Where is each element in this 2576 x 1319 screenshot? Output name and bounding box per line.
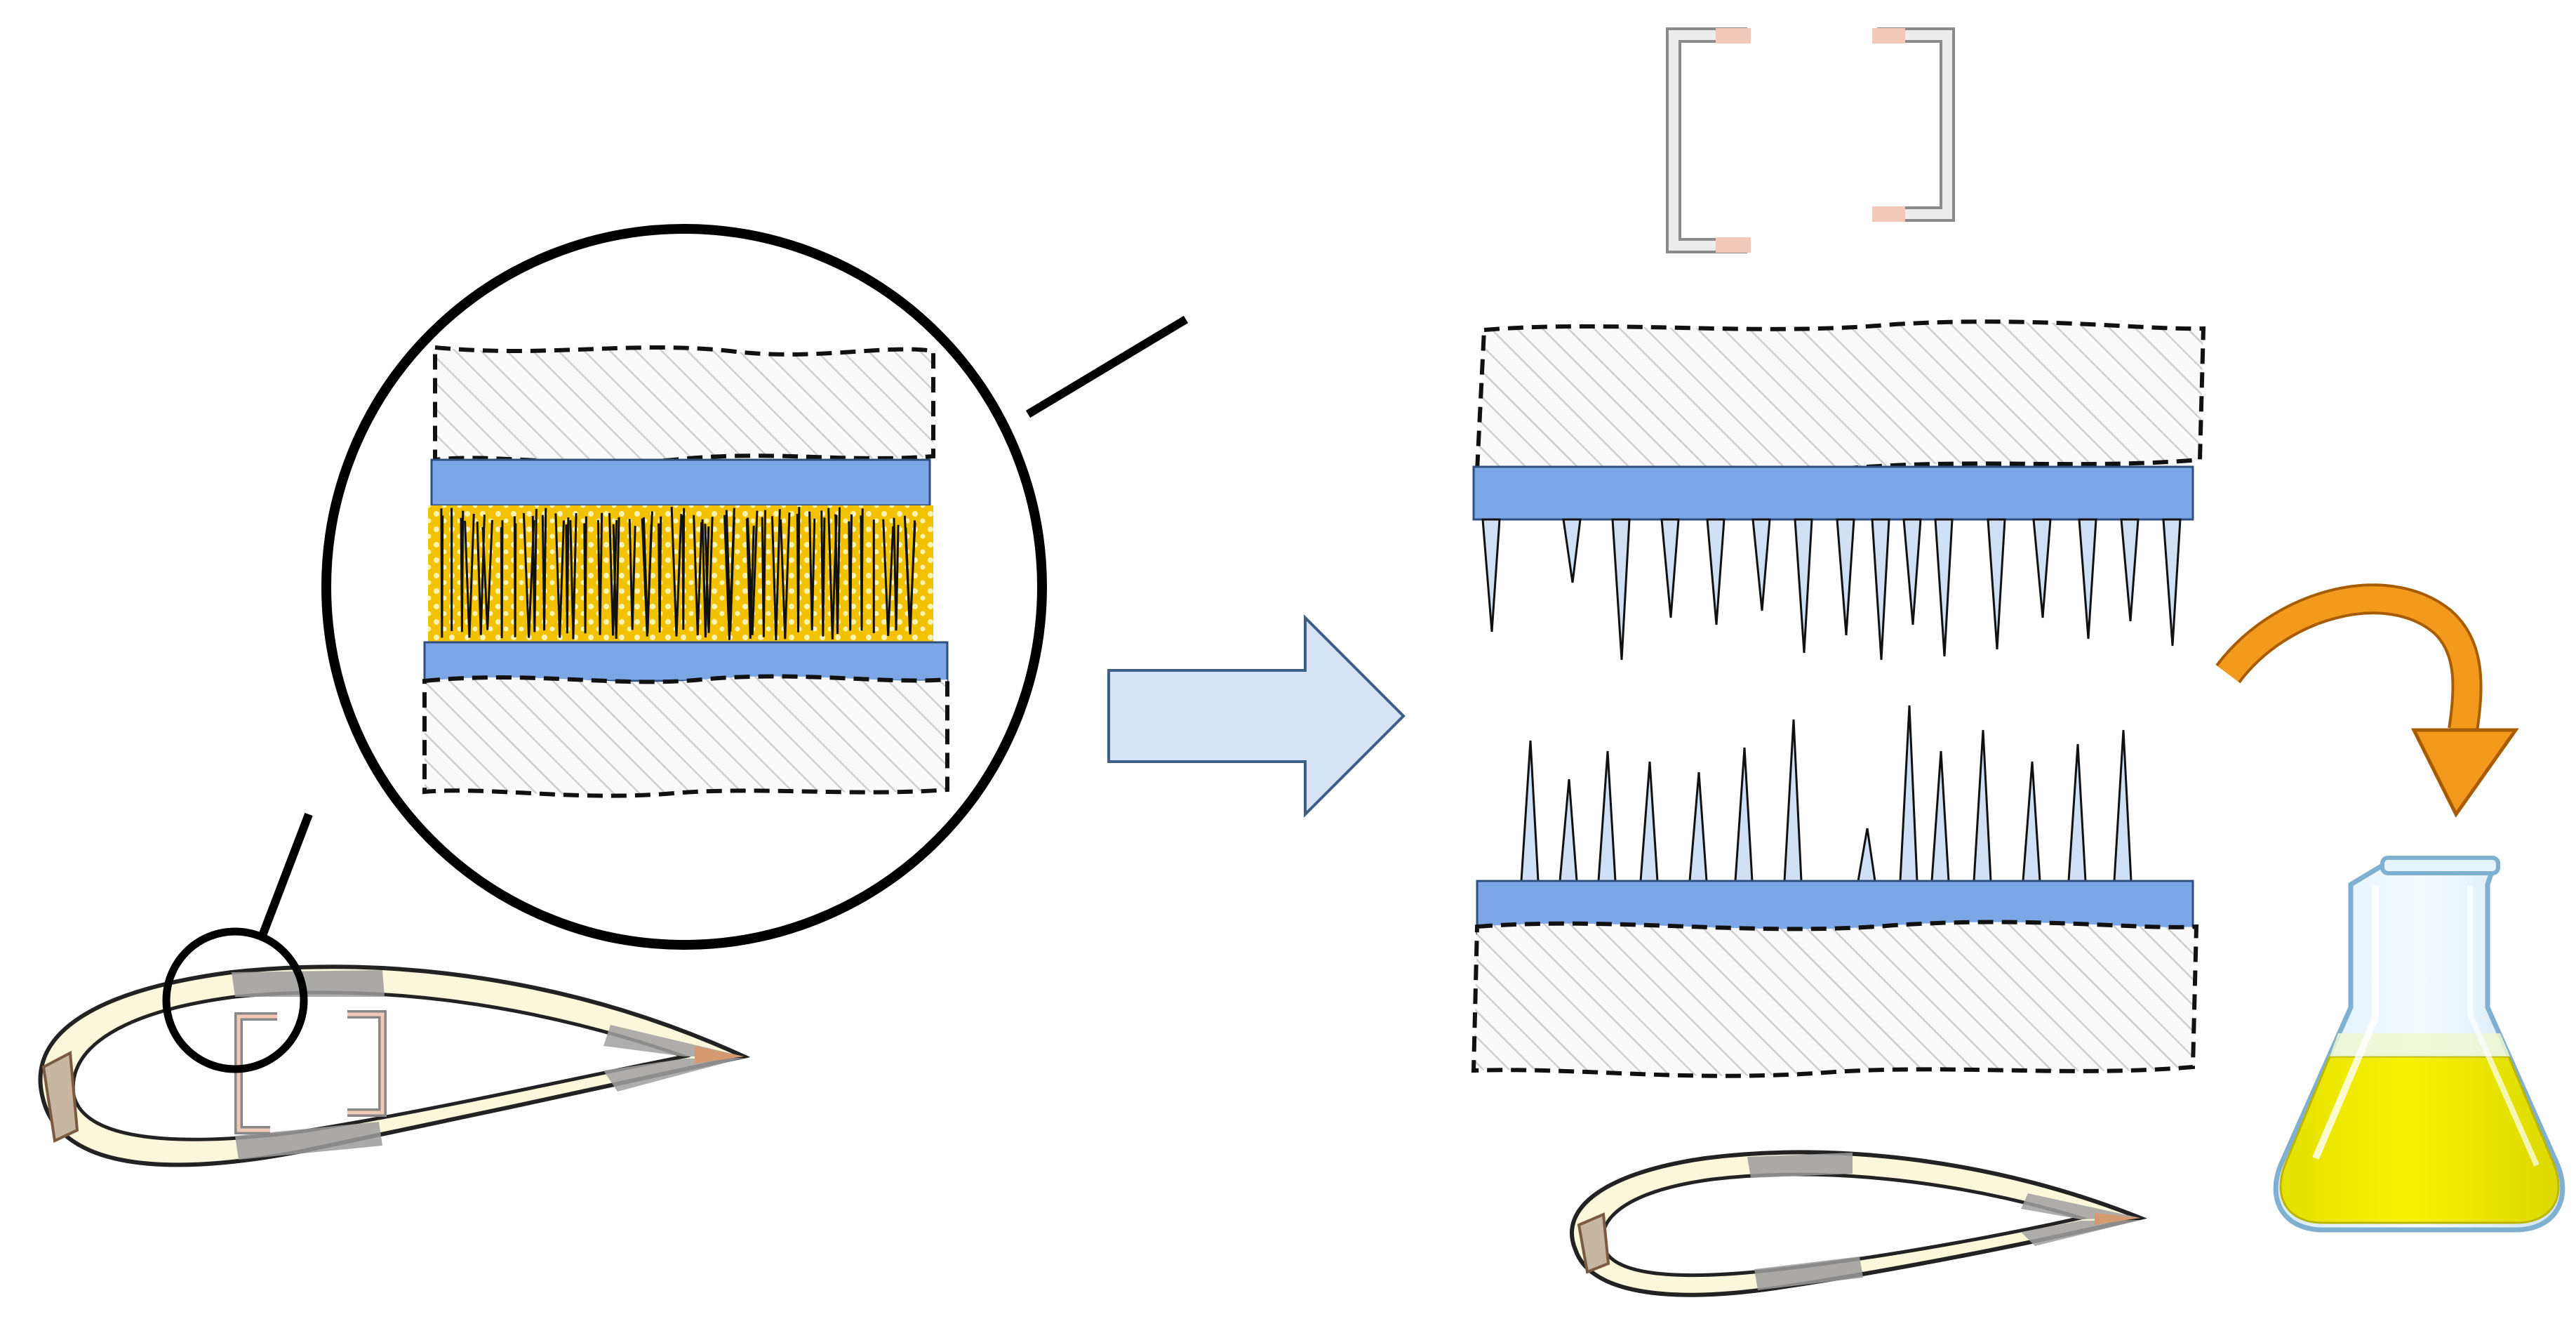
fiber-strand: [860, 508, 864, 631]
fiber-spike: [2022, 761, 2041, 882]
fiber-strand: [905, 520, 916, 635]
fiber-strand: [460, 510, 465, 632]
bottom-adhesive-layer: [423, 641, 949, 682]
separated-laminate-icon: [1471, 319, 2206, 1078]
fiber-strand: [583, 516, 587, 634]
fiber-strand: [693, 515, 703, 636]
fiber-strand: [612, 517, 620, 639]
fiber-spike: [1639, 761, 1659, 882]
fiber-strand: [513, 516, 517, 637]
fiber-strand: [820, 510, 826, 637]
magnifier-circle-icon: [321, 224, 1047, 950]
fiber-strand: [569, 512, 578, 639]
fiber-strand: [481, 519, 493, 630]
fiber-spike: [1783, 719, 1803, 882]
fiber-spike: [1520, 740, 1540, 882]
fiber-strand: [464, 513, 475, 638]
fiber-strand: [531, 509, 538, 632]
blade-cross-section-icon: [1570, 1150, 2147, 1297]
fiber-spike: [1836, 518, 1855, 636]
fiber-strand: [704, 517, 714, 633]
fiber-spike: [2120, 518, 2140, 622]
lower-laminate: [1471, 920, 2199, 1078]
fiber-strand: [500, 520, 504, 639]
fiber-spike: [1688, 771, 1708, 882]
fiber-strand: [440, 508, 444, 638]
fiber-spike: [1899, 705, 1918, 882]
fiber-strand: [596, 512, 603, 635]
fiber-strand: [522, 512, 535, 638]
fiber-spikes-down: [1481, 518, 2182, 661]
fiber-spike: [1973, 729, 1992, 882]
fiber-strand: [641, 511, 653, 637]
fiber-strand: [796, 507, 801, 632]
fiber-spike: [1481, 518, 1501, 632]
fiber-strand: [848, 514, 853, 631]
fiber-spike: [1871, 518, 1890, 661]
fiber-strand: [780, 512, 791, 639]
bottom-laminate: [422, 674, 949, 798]
fiber-strand: [747, 510, 759, 635]
fiber-spike: [1660, 518, 1680, 618]
magnifier-small-circle: [162, 927, 308, 1073]
fiber-spike: [1857, 828, 1876, 882]
magnifier-connector-line-upper: [1025, 315, 1189, 418]
fiber-spike: [1611, 518, 1631, 661]
fiber-spike: [1706, 518, 1726, 625]
fiber-strand: [701, 519, 710, 638]
foam-fibers: [440, 507, 916, 641]
fiber-spike: [1562, 518, 1582, 583]
fiber-spike: [2078, 518, 2097, 639]
fiber-strand: [554, 513, 565, 638]
magnifier-connector-line-lower: [259, 812, 313, 936]
fiber-strand: [670, 507, 683, 637]
fiber-strand: [681, 508, 686, 630]
fiber-spike: [1597, 750, 1617, 882]
fiber-strand: [541, 508, 547, 631]
fiber-strand: [658, 516, 662, 632]
fiber-spike: [1930, 750, 1950, 882]
fiber-spike: [2067, 743, 2087, 882]
fiber-spike: [2162, 518, 2182, 647]
fiber-strand: [628, 519, 636, 630]
conical-flask-icon: [2273, 856, 2565, 1233]
top-laminate: [433, 345, 935, 465]
fiber-strand: [745, 518, 755, 639]
top-adhesive-layer: [430, 458, 931, 507]
fiber-strand: [723, 508, 735, 640]
fiber-strand: [608, 512, 618, 636]
fiber-spike: [1987, 518, 2006, 650]
blade-cross-section-icon: [38, 965, 751, 1167]
fiber-spike: [1902, 518, 1922, 625]
fiber-spike: [1934, 518, 1954, 657]
fiber-strand: [882, 519, 895, 636]
fiber-spike: [1751, 518, 1771, 611]
fiber-strand: [565, 517, 570, 634]
upper-adhesive-layer: [1472, 465, 2194, 521]
fiber-strand: [761, 510, 767, 637]
shear-web-pair-icon: [1666, 27, 1955, 253]
fiber-spike: [1794, 518, 1813, 654]
fiber-spike: [1734, 747, 1754, 882]
fiber-strand: [827, 508, 838, 640]
upper-laminate: [1474, 319, 2206, 477]
curved-arrow-icon: [2215, 583, 2519, 818]
process-arrow-icon: [1107, 614, 1406, 818]
fiber-strand: [834, 507, 841, 635]
fiber-strand: [770, 509, 781, 641]
fiber-spikes-up: [1520, 705, 2133, 882]
fiber-spike: [1559, 778, 1578, 882]
fiber-spike: [2032, 518, 2052, 618]
fiber-strand: [808, 511, 816, 631]
fiber-strand: [893, 517, 900, 631]
fiber-spike: [2113, 729, 2133, 882]
